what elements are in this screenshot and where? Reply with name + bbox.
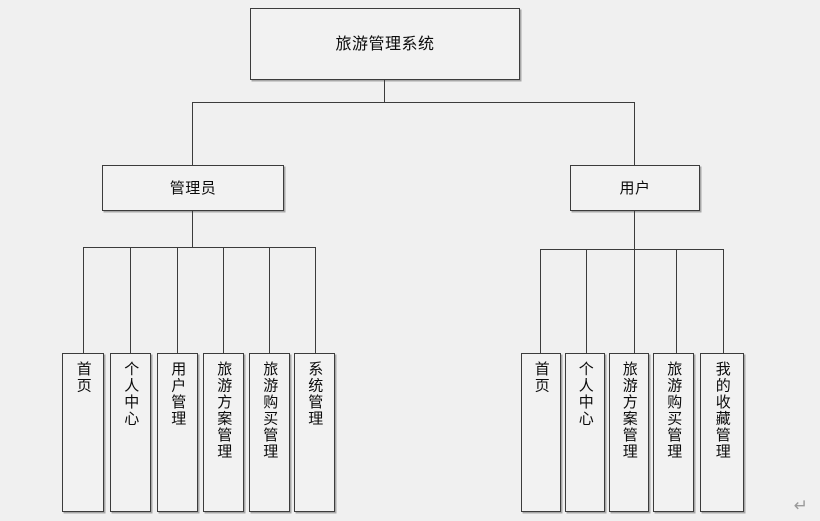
- connector-user-leaf-1: [540, 249, 541, 353]
- connector-admin-leaf-1: [83, 247, 84, 353]
- node-branch-user-label: 用户: [619, 178, 651, 197]
- connector-user-bus: [540, 249, 724, 250]
- connector-admin-leaf-6: [315, 247, 316, 353]
- node-leaf-user-tour-plan-management[interactable]: 旅游方案管理: [609, 353, 649, 512]
- node-leaf-admin-user-management[interactable]: 用户管理: [157, 353, 198, 512]
- connector-user-leaf-2: [586, 249, 587, 353]
- node-leaf-user-favorites-management[interactable]: 我的收藏管理: [700, 353, 744, 512]
- connector-admin-leaf-4: [223, 247, 224, 353]
- node-branch-admin-label: 管理员: [169, 178, 217, 197]
- node-leaf-admin-tour-purchase-management[interactable]: 旅游购买管理: [249, 353, 290, 512]
- connector-admin-leaf-5: [269, 247, 270, 353]
- node-leaf-admin-system-management-label: 系统管理: [306, 361, 325, 427]
- node-leaf-user-home[interactable]: 首页: [521, 353, 561, 512]
- connector-user-stem: [634, 211, 635, 249]
- node-leaf-user-personal-center[interactable]: 个人中心: [565, 353, 605, 512]
- node-leaf-user-tour-purchase-management[interactable]: 旅游购买管理: [653, 353, 694, 512]
- connector-user-leaf-5: [723, 249, 724, 353]
- node-leaf-admin-personal-center-label: 个人中心: [122, 361, 141, 427]
- connector-user-leaf-3: [634, 249, 635, 353]
- connector-admin-stem: [192, 211, 193, 247]
- connector-admin-leaf-2: [130, 247, 131, 353]
- node-branch-user[interactable]: 用户: [570, 165, 700, 211]
- node-branch-admin[interactable]: 管理员: [102, 165, 284, 211]
- connector-root-stem: [384, 80, 385, 103]
- node-leaf-user-favorites-management-label: 我的收藏管理: [713, 361, 732, 460]
- node-leaf-user-tour-plan-management-label: 旅游方案管理: [620, 361, 639, 460]
- connector-admin-bus: [83, 247, 315, 248]
- node-root-label: 旅游管理系统: [335, 34, 435, 54]
- line-break-mark-icon: ↵: [793, 496, 808, 516]
- node-leaf-admin-system-management[interactable]: 系统管理: [294, 353, 335, 512]
- node-leaf-user-personal-center-label: 个人中心: [576, 361, 595, 427]
- node-leaf-admin-tour-purchase-management-label: 旅游购买管理: [261, 361, 280, 460]
- node-leaf-admin-user-management-label: 用户管理: [169, 361, 188, 427]
- connector-to-user: [634, 102, 635, 165]
- node-leaf-admin-tour-plan-management-label: 旅游方案管理: [215, 361, 234, 460]
- connector-level2-bus: [192, 102, 635, 103]
- node-leaf-admin-home-label: 首页: [74, 361, 93, 394]
- connector-admin-leaf-3: [177, 247, 178, 353]
- node-leaf-admin-personal-center[interactable]: 个人中心: [110, 353, 151, 512]
- node-root-system[interactable]: 旅游管理系统: [250, 8, 520, 80]
- node-leaf-admin-home[interactable]: 首页: [62, 353, 104, 512]
- node-leaf-user-tour-purchase-management-label: 旅游购买管理: [665, 361, 684, 460]
- connector-user-leaf-4: [676, 249, 677, 353]
- connector-to-admin: [192, 102, 193, 165]
- node-leaf-admin-tour-plan-management[interactable]: 旅游方案管理: [203, 353, 244, 512]
- node-leaf-user-home-label: 首页: [532, 361, 551, 394]
